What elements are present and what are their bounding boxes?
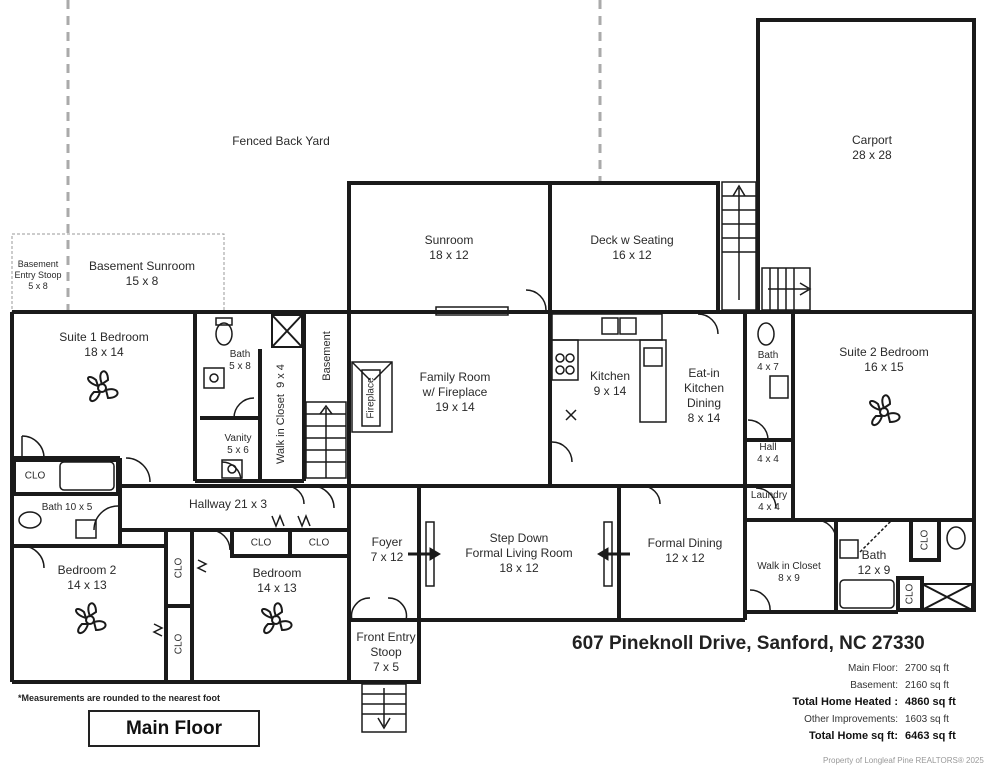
closet-label: CLO xyxy=(250,537,272,549)
stat-label: Basement: xyxy=(850,680,898,691)
stat-value: 6463 sq ft xyxy=(905,730,956,742)
step-down-arrows xyxy=(408,547,630,561)
measurement-note: *Measurements are rounded to the nearest… xyxy=(18,693,221,703)
closet-label: CLO xyxy=(904,583,916,605)
stat-value: 2160 sq ft xyxy=(905,680,949,691)
stairs xyxy=(305,181,812,733)
walkin-closet-left-label: Walk in Closet 9 x 4 xyxy=(275,364,287,464)
stat-value: 1603 sq ft xyxy=(905,714,949,725)
yard-boundary-lines xyxy=(66,0,602,312)
stat-value: 2700 sq ft xyxy=(905,663,949,674)
closet-label: CLO xyxy=(308,537,330,549)
stat-label: Other Improvements: xyxy=(804,714,898,725)
stats-values: 2700 sq ft 2160 sq ft 4860 sq ft 1603 sq… xyxy=(905,660,956,745)
shaft-box xyxy=(271,314,973,611)
copyright-credit: Property of Longleaf Pine REALTORS® 2025 xyxy=(823,756,984,765)
property-address: 607 Pineknoll Drive, Sanford, NC 27330 xyxy=(572,633,925,654)
stats-labels: Main Floor: Basement: Total Home Heated … xyxy=(792,660,898,745)
fireplace-label: Fireplace xyxy=(365,377,377,419)
ceiling-fans xyxy=(75,370,901,634)
stat-label: Main Floor: xyxy=(847,663,898,674)
bath-105-label: Bath 10 x 5 xyxy=(41,502,93,513)
closet-doors xyxy=(152,513,311,637)
doors xyxy=(21,289,837,621)
fireplace-symbol xyxy=(351,361,393,433)
floor-label: Main Floor xyxy=(88,710,260,747)
kitchen-counters xyxy=(435,306,667,423)
closet-label: CLO xyxy=(173,633,185,655)
closet-label: CLO xyxy=(24,470,46,482)
closet-label: CLO xyxy=(919,529,931,551)
stat-value: 4860 sq ft xyxy=(905,696,956,708)
bath-fixtures xyxy=(18,317,966,609)
closet-label: CLO xyxy=(173,557,185,579)
hallway-label: Hallway 21 x 3 xyxy=(188,497,268,511)
stat-label: Total Home sq ft: xyxy=(808,730,898,742)
yard-label: Fenced Back Yard xyxy=(232,134,330,148)
stat-label: Total Home Heated : xyxy=(792,696,898,708)
basement-stair-label: Basement xyxy=(321,331,333,381)
